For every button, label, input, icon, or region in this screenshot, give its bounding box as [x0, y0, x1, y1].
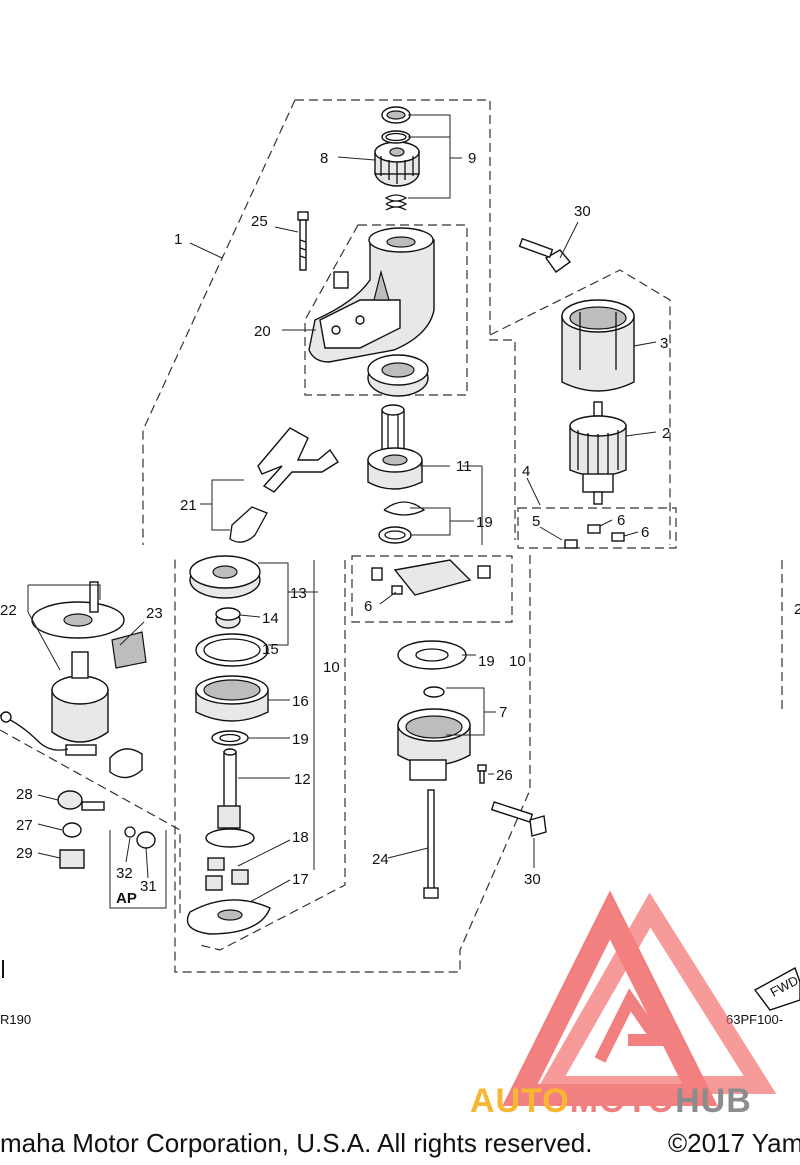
cushion-23: [109, 631, 147, 779]
brush-holder: [371, 559, 491, 596]
label-4: 4: [522, 463, 530, 480]
label-19c: 19: [478, 653, 495, 670]
fwd-arrow: [753, 966, 800, 1011]
label-8: 8: [320, 150, 328, 167]
label-30a: 30: [574, 203, 591, 220]
clutch-assembly-11: [367, 404, 423, 490]
assembly-outlines: [0, 99, 783, 973]
label-28: 28: [16, 786, 33, 803]
label-14: 14: [262, 610, 279, 627]
pinion-shaft-12: [205, 748, 255, 848]
label-11: 11: [456, 458, 472, 475]
internal-gear-16: [195, 675, 269, 722]
label-31: 31: [140, 878, 157, 895]
label-1: 1: [174, 231, 182, 248]
planet-gears-18: [205, 857, 249, 891]
label-10b: 10: [509, 653, 526, 670]
label-3: 3: [660, 335, 668, 352]
label-6a: 6: [617, 512, 625, 529]
label-9: 9: [468, 150, 476, 167]
leader-lines: [27, 114, 657, 909]
label-23: 23: [146, 605, 163, 622]
diagram-code-left: R190: [0, 1012, 31, 1027]
label-6c: 6: [364, 598, 372, 615]
through-bolt-24: [423, 789, 439, 899]
plate-17: [186, 899, 271, 935]
screw-26: [477, 764, 487, 784]
washers-19: [378, 501, 426, 544]
label-27: 27: [16, 817, 33, 834]
label-30b: 30: [524, 871, 541, 888]
label-6b: 6: [641, 524, 649, 541]
label-12: 12: [294, 771, 311, 788]
label-24: 24: [372, 851, 389, 868]
pinion-gear: [374, 141, 420, 187]
watermark-moto: MOTO: [570, 1082, 675, 1120]
watermark-hub: HUB: [675, 1082, 752, 1120]
diagram-code-right: 63PF100-: [726, 1012, 783, 1027]
label-25: 25: [251, 213, 268, 230]
label-22: 22: [0, 602, 17, 619]
label-20: 20: [254, 323, 271, 340]
label-7: 7: [499, 704, 507, 721]
front-bracket: [308, 227, 435, 363]
small-hardware: [57, 790, 156, 869]
copyright-right: ©2017 Yam: [668, 1128, 800, 1158]
label-17: 17: [292, 871, 309, 888]
bearing-20: [367, 354, 429, 397]
ap-mark: AP: [116, 890, 137, 907]
label-32: 32: [116, 865, 133, 882]
label-16: 16: [292, 693, 309, 710]
washer-19-lower: [211, 730, 249, 746]
copyright-left: maha Motor Corporation, U.S.A. All right…: [0, 1128, 592, 1158]
label-21: 21: [180, 497, 197, 514]
label-15: 15: [262, 641, 279, 658]
part-number-labels: 1 2 3 4 5 6 6 6 7 8 9 10 10 11 12 13 14 …: [0, 150, 670, 895]
watermark-auto: AUTO: [470, 1082, 570, 1120]
label-19b: 19: [292, 731, 309, 748]
bolt-30-upper: [518, 237, 572, 273]
solenoid-22: [0, 581, 125, 756]
end-cover-7: [397, 640, 471, 781]
label-13: 13: [290, 585, 307, 602]
watermark-text: AUTOMOTOHUB: [470, 1082, 752, 1120]
label-18: 18: [292, 829, 309, 846]
snap-ring-set: [381, 106, 411, 211]
ring-15: [195, 633, 269, 667]
bushing-14: [215, 607, 241, 629]
yoke-3: [561, 299, 635, 392]
bolt-30-lower: [490, 801, 547, 837]
label-29: 29: [16, 845, 33, 862]
armature-2: [569, 401, 627, 505]
watermark-logo: [502, 890, 777, 1106]
through-bolt-25: [297, 211, 309, 271]
cover-13: [189, 555, 261, 599]
label-10a: 10: [323, 659, 340, 676]
label-26: 26: [496, 767, 513, 784]
edge-label: 2: [794, 601, 800, 618]
shift-lever-21: [229, 427, 339, 543]
label-2: 2: [662, 425, 670, 442]
label-19a: 19: [476, 514, 493, 531]
brushes-5-6: [564, 524, 625, 549]
label-5: 5: [532, 513, 540, 530]
